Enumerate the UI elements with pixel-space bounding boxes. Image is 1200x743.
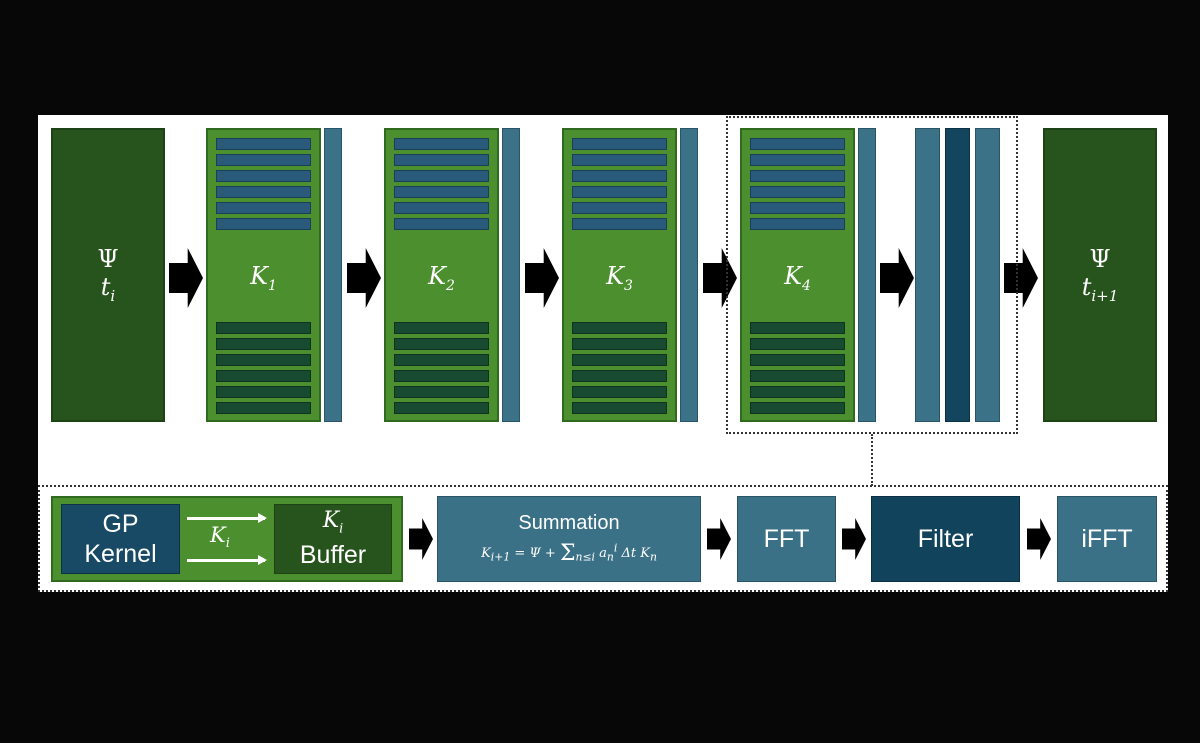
time-label: ti+1 [1081, 273, 1119, 305]
summation-formula: Ki+1 = Ψ + Σn≤i ani Δt Kn [481, 541, 657, 566]
stage-side-bar [324, 128, 342, 422]
stage-side-bar [858, 128, 876, 422]
buffer-stripe [572, 386, 667, 398]
filter-column [945, 128, 970, 422]
buffer-stripe [394, 138, 489, 150]
buffer-stripe [750, 402, 845, 414]
stage-block-k1: K1 [206, 128, 321, 422]
buffer-stripe [572, 170, 667, 182]
filter-block: Filter [871, 496, 1020, 582]
stage-side-bar [502, 128, 520, 422]
buffer-stripe [216, 186, 311, 198]
buffer-stripe [394, 218, 489, 230]
buffer-stripe [750, 338, 845, 350]
buffer-stripe [394, 386, 489, 398]
buffer-stripe [750, 186, 845, 198]
ifft-column [975, 128, 1000, 422]
buffer-stripe [394, 338, 489, 350]
buffer-stripe [216, 386, 311, 398]
gp-kernel-block: GP Kernel [61, 504, 180, 574]
time-label: ti [100, 273, 116, 305]
ki-label: Ki [210, 523, 230, 552]
stage-block-k3: K3 [562, 128, 677, 422]
buffer-stripe [216, 138, 311, 150]
buffer-stripe [394, 370, 489, 382]
psi-symbol: Ψ [97, 245, 119, 274]
buffer-stripe [216, 402, 311, 414]
buffer-stripe [572, 186, 667, 198]
buffer-stripe [750, 322, 845, 334]
buffer-stripe [750, 370, 845, 382]
summation-block: Summation Ki+1 = Ψ + Σn≤i ani Δt Kn [437, 496, 701, 582]
buffer-stripe [394, 170, 489, 182]
ki-buffer-block: Ki Buffer [274, 504, 392, 574]
buffer-stripe [750, 386, 845, 398]
buffer-stripe [394, 186, 489, 198]
stage-label: K2 [428, 262, 455, 294]
buffer-stripe [572, 138, 667, 150]
buffer-stripe [572, 338, 667, 350]
buffer-stripe [394, 322, 489, 334]
buffer-stripe [394, 402, 489, 414]
psi-symbol: Ψ [1089, 245, 1111, 274]
stage-label: K3 [606, 262, 633, 294]
buffer-stripe [572, 202, 667, 214]
fft-column [915, 128, 940, 422]
buffer-stripe [750, 138, 845, 150]
highlight-box [726, 116, 1018, 434]
buffer-stripe [216, 354, 311, 366]
stage-label: K1 [250, 262, 277, 294]
buffer-stripe [750, 170, 845, 182]
buffer-stripe [750, 354, 845, 366]
buffer-stripe [572, 370, 667, 382]
buffer-stripe [216, 154, 311, 166]
buffer-stripe [572, 402, 667, 414]
buffer-stripe [216, 322, 311, 334]
buffer-stripe [394, 202, 489, 214]
buffer-stripe [750, 218, 845, 230]
buffer-stripe [216, 202, 311, 214]
buffer-stripe [572, 354, 667, 366]
arrow-to-buffer [187, 513, 267, 523]
output-state-block: Ψ ti+1 [1043, 128, 1157, 422]
buffer-stripe [572, 218, 667, 230]
buffer-stripe [572, 322, 667, 334]
buffer-stripe [750, 154, 845, 166]
buffer-stripe [216, 338, 311, 350]
buffer-stripe [750, 202, 845, 214]
buffer-stripe [572, 154, 667, 166]
input-state-block: Ψ ti [51, 128, 165, 422]
arrow-to-buffer [187, 555, 267, 565]
connector-line [871, 434, 873, 486]
ifft-block: iFFT [1057, 496, 1157, 582]
buffer-stripe [394, 154, 489, 166]
stage-label: K4 [784, 262, 811, 294]
stage-block-k4: K4 [740, 128, 855, 422]
buffer-stripe [216, 218, 311, 230]
buffer-stripe [216, 370, 311, 382]
buffer-stripe [216, 170, 311, 182]
detail-box [38, 485, 1168, 592]
stage-block-k2: K2 [384, 128, 499, 422]
buffer-stripe [394, 354, 489, 366]
stage-side-bar [680, 128, 698, 422]
fft-block: FFT [737, 496, 836, 582]
